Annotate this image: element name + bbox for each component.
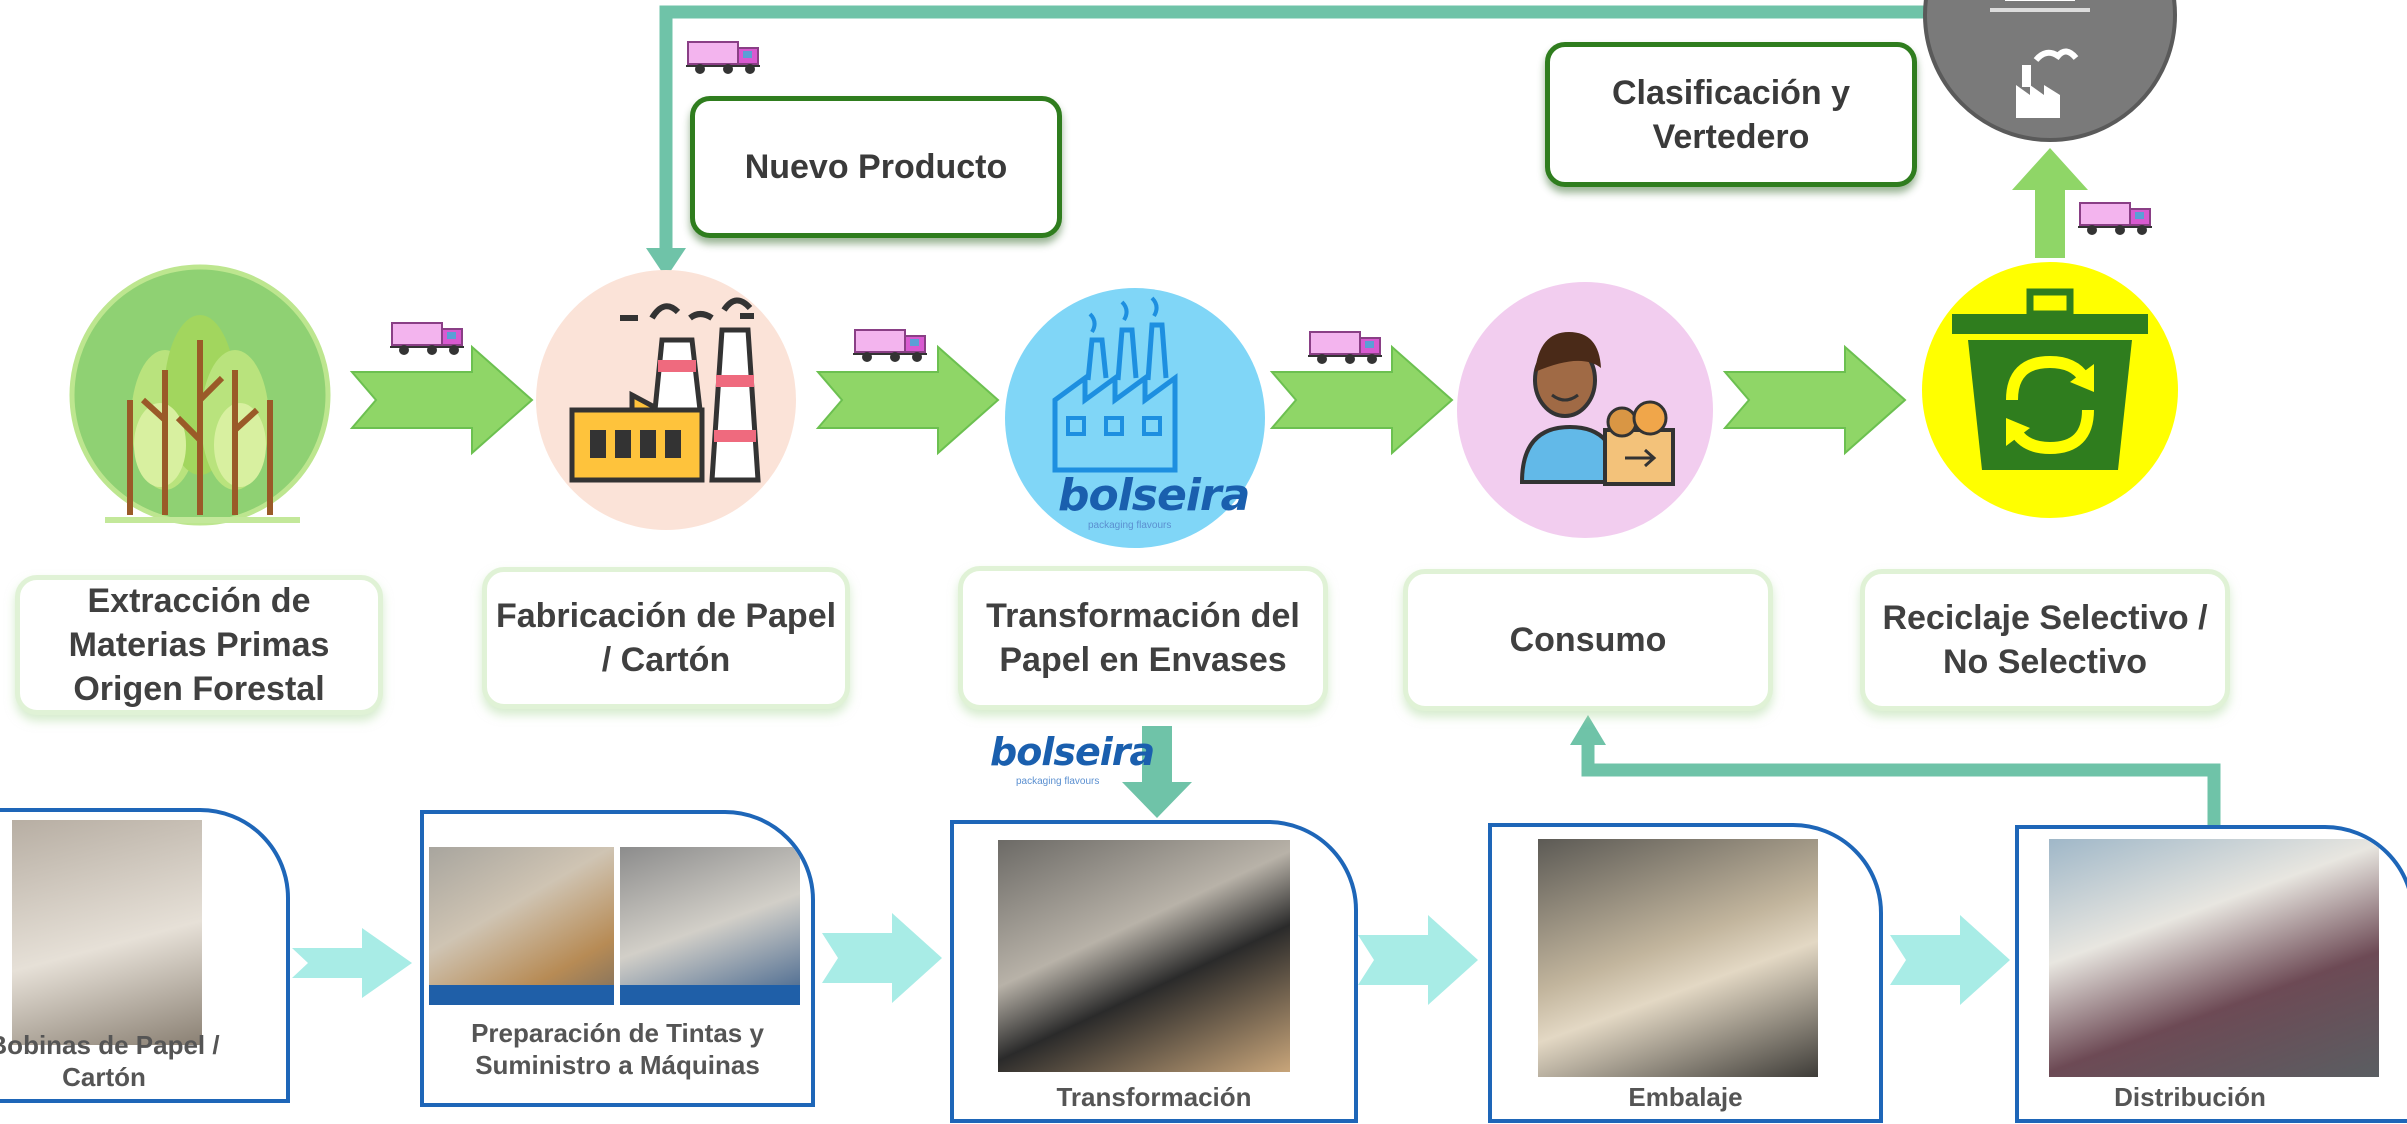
process-caption: Distribución bbox=[2114, 1082, 2266, 1112]
process-card-distribution: Distribución bbox=[2015, 825, 2407, 1123]
bolseira-down-arrow bbox=[1122, 726, 1192, 818]
process-arrow-4 bbox=[1890, 915, 2010, 1005]
delivery-truck-photo bbox=[2049, 839, 2379, 1077]
flow-arrow-2 bbox=[815, 344, 1000, 456]
stage-label-transformation: Transformación del Papel en Envases bbox=[958, 566, 1328, 710]
machine-supply-photo bbox=[620, 847, 800, 1005]
paper-rolls-photo bbox=[12, 820, 202, 1045]
machine-supply-photo bbox=[429, 847, 614, 1005]
truck-icon bbox=[1307, 331, 1383, 365]
process-arrow-3 bbox=[1358, 915, 1478, 1005]
landfill-label: Clasificación y Vertedero bbox=[1611, 73, 1851, 156]
consumer-icon bbox=[1457, 282, 1713, 538]
operator-machine-photo bbox=[998, 840, 1290, 1072]
truck-icon bbox=[852, 329, 928, 363]
recycle-bin-icon bbox=[1922, 262, 2178, 518]
truck-icon bbox=[2077, 202, 2153, 236]
bolseira-logo: bolseira packaging flavours bbox=[990, 730, 1155, 787]
landfill-up-arrow bbox=[2012, 148, 2088, 258]
process-card-transformation: Transformación bbox=[950, 820, 1358, 1123]
stage-label-manufacturing: Fabricación de Papel / Cartón bbox=[482, 567, 850, 709]
process-caption: Embalaje bbox=[1628, 1082, 1743, 1112]
landfill-callout: Clasificación y Vertedero bbox=[1545, 42, 1917, 187]
process-arrow-1 bbox=[292, 928, 412, 998]
process-card-ink-prep: Preparación de Tintas y Suministro a Máq… bbox=[420, 810, 815, 1107]
flow-arrow-1 bbox=[349, 344, 534, 456]
process-arrow-2 bbox=[822, 913, 942, 1003]
flow-arrow-3 bbox=[1269, 344, 1454, 456]
landfill-factory-icon bbox=[1923, 0, 2177, 142]
truck-icon bbox=[685, 41, 761, 75]
stage-label-extraction: Extracción de Materias Primas Origen For… bbox=[15, 575, 383, 715]
forest-icon bbox=[69, 264, 331, 526]
process-caption: Transformación bbox=[1056, 1082, 1252, 1112]
stage-label-recycling: Reciclaje Selectivo / No Selectivo bbox=[1860, 569, 2230, 711]
flow-arrow-4 bbox=[1722, 344, 1907, 456]
truck-icon bbox=[389, 322, 465, 356]
pallet-packing-photo bbox=[1538, 839, 1818, 1077]
process-caption: Bobinas de Papel / Cartón bbox=[0, 1030, 220, 1092]
distribution-to-consumption-arrow bbox=[1581, 738, 2221, 830]
new-product-label: Nuevo Producto bbox=[744, 148, 1008, 186]
process-caption: Preparación de Tintas y Suministro a Máq… bbox=[471, 1018, 764, 1080]
consumption-feedback-arrowhead bbox=[1570, 715, 1606, 745]
return-loop-arrowhead bbox=[646, 248, 686, 278]
process-card-packing: Embalaje bbox=[1488, 823, 1883, 1123]
process-card-paper-rolls: Bobinas de Papel / Cartón bbox=[0, 808, 290, 1103]
paper-mill-icon bbox=[536, 270, 796, 530]
bolseira-factory-icon bbox=[1005, 288, 1265, 548]
bolseira-logo-small: bolseira packaging flavours bbox=[1058, 470, 1250, 531]
return-loop-arrow bbox=[659, 5, 1924, 255]
new-product-callout: Nuevo Producto bbox=[690, 96, 1062, 238]
stage-label-consumption: Consumo bbox=[1403, 569, 1773, 711]
